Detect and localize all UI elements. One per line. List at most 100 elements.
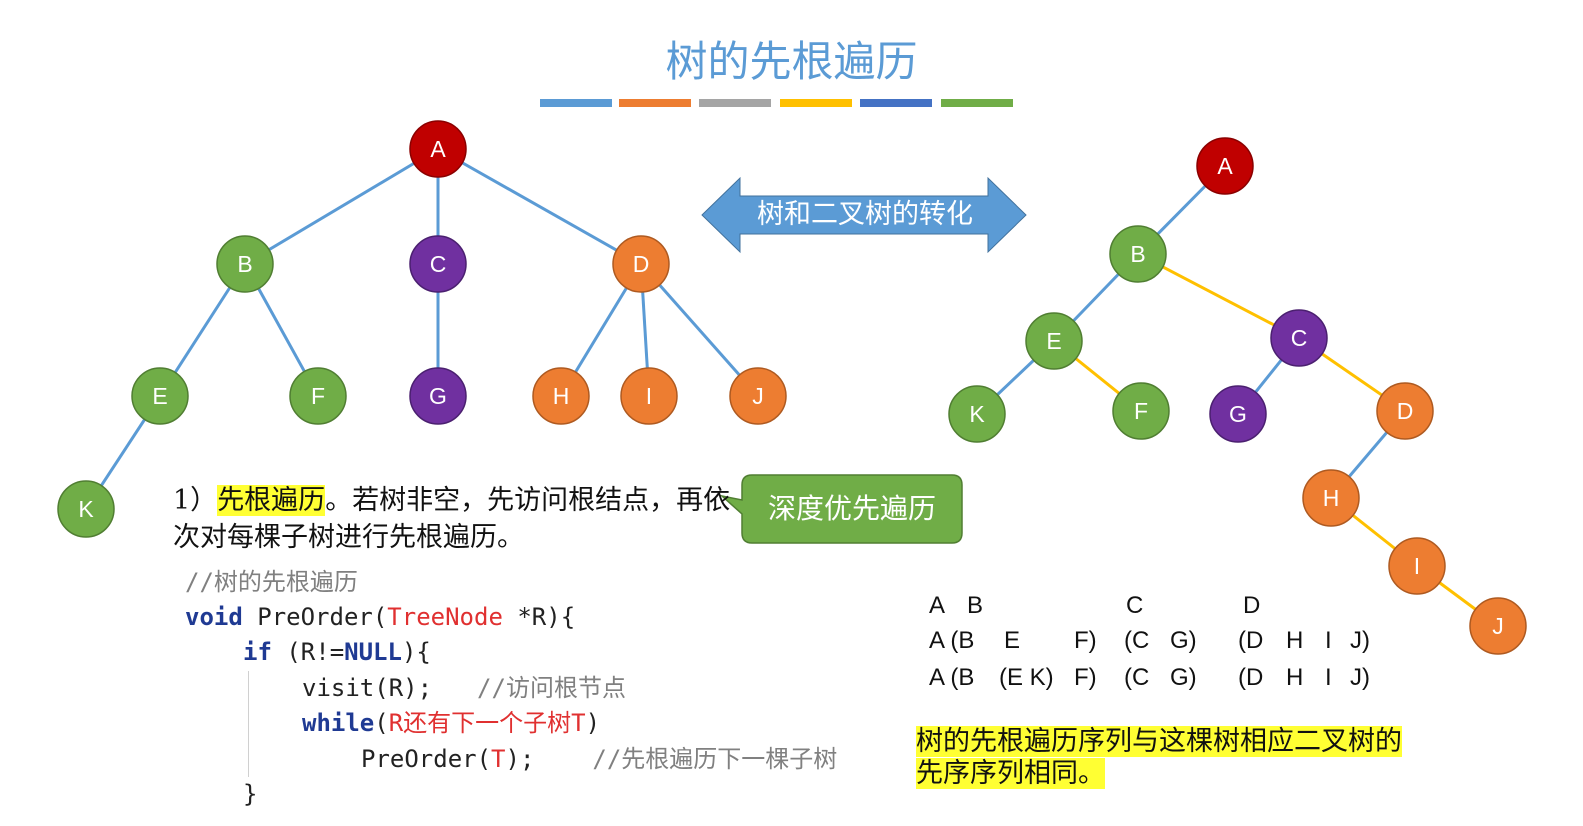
- binary-tree-node-b: B: [1109, 225, 1167, 283]
- tree-node-k: K: [57, 480, 115, 538]
- seq-token: I: [1325, 627, 1332, 654]
- tree-node-d: D: [612, 235, 670, 293]
- node-label: K: [78, 496, 94, 522]
- code-text: }: [243, 780, 258, 808]
- seq-token: A (B: [929, 664, 975, 691]
- node-circle: [131, 367, 189, 425]
- color-bar-segment: [619, 99, 691, 107]
- node-label: A: [1217, 153, 1233, 179]
- callout-bubble: [719, 474, 963, 544]
- tree-node-a: A: [409, 120, 467, 178]
- description-number: 1）: [173, 485, 218, 516]
- seq-token: G): [1170, 627, 1197, 654]
- node-circle: [409, 367, 467, 425]
- conclusion: 树的先根遍历序列与这棵树相应二叉树的 先序序列相同。: [916, 726, 1402, 790]
- node-circle: [1302, 469, 1360, 527]
- code-arg: T: [491, 745, 506, 773]
- node-label: F: [1134, 398, 1148, 424]
- node-label: H: [1323, 485, 1340, 511]
- code-type: TreeNode: [387, 603, 503, 631]
- code-text: ): [585, 709, 601, 737]
- binary-tree-node-i: I: [1388, 537, 1446, 595]
- seq-token: D: [1243, 592, 1261, 619]
- node-label: J: [1492, 613, 1504, 639]
- tree-node-j: J: [729, 367, 787, 425]
- code-keyword: void: [185, 603, 243, 631]
- binary-tree-node-a: A: [1196, 137, 1254, 195]
- tree-edges: [84, 147, 760, 510]
- code-line: void PreOrder(TreeNode *R){: [185, 600, 575, 635]
- seq-token: J): [1350, 664, 1370, 691]
- tree-node-f: F: [289, 367, 347, 425]
- node-circle: [948, 385, 1006, 443]
- seq-token: B: [967, 592, 984, 619]
- seq-token: J): [1350, 627, 1370, 654]
- binary-tree-node-d: D: [1376, 382, 1434, 440]
- code-comment: //先根遍历下一棵子树: [592, 745, 838, 773]
- code-comment: //访问根节点: [477, 674, 626, 702]
- seq-token: H: [1286, 664, 1304, 691]
- edge-A-D: [437, 147, 642, 266]
- code-condition: R还有下一个子树T: [388, 709, 586, 737]
- description: 1）先根遍历。若树非空，先访问根结点，再依次对每棵子树进行先根遍历。: [173, 482, 733, 556]
- code-keyword: while: [302, 709, 375, 737]
- edge-D-J: [639, 263, 760, 397]
- color-bar-segment: [860, 99, 932, 107]
- code-text: PreOrder(: [361, 745, 492, 773]
- color-bar-segment: [941, 99, 1013, 107]
- node-label: A: [430, 136, 446, 162]
- node-circle: [1270, 309, 1328, 367]
- tree-node-e: E: [131, 367, 189, 425]
- description-rest: 。若树非空，先访问根结点，再依次对每棵子树进行先根遍历。: [173, 485, 731, 553]
- edge-A-B: [244, 147, 439, 266]
- callout-label: 深度优先遍历: [767, 492, 936, 525]
- code-text: (R!=: [271, 638, 345, 666]
- conclusion-line: 树的先根遍历序列与这棵树相应二叉树的: [916, 726, 1402, 757]
- node-label: C: [430, 251, 447, 277]
- conversion-arrow-label: 树和二叉树的转化: [757, 199, 973, 230]
- node-circle: [1469, 597, 1527, 655]
- node-circle: [1025, 312, 1083, 370]
- node-circle: [216, 235, 274, 293]
- node-label: I: [646, 383, 652, 409]
- tree-node-g: G: [409, 367, 467, 425]
- node-label: B: [237, 251, 252, 277]
- node-circle: [532, 367, 590, 425]
- seq-token: (D: [1238, 664, 1264, 691]
- code-keyword: NULL: [344, 638, 402, 666]
- description-term: 先根遍历: [217, 485, 326, 516]
- code-line: PreOrder(T); //先根遍历下一棵子树: [361, 742, 837, 777]
- seq-token: F): [1074, 664, 1097, 691]
- binary-tree-node-c: C: [1270, 309, 1328, 367]
- code-text: );: [505, 745, 535, 773]
- seq-token: A: [929, 592, 946, 619]
- seq-token: E: [1004, 627, 1021, 654]
- code-keyword: if: [243, 638, 272, 666]
- tree-node-h: H: [532, 367, 590, 425]
- page-title: 树的先根遍历: [665, 37, 918, 86]
- code-text: *R){: [502, 603, 576, 631]
- seq-token: (E K): [999, 664, 1054, 691]
- seq-token: H: [1286, 627, 1304, 654]
- node-circle: [57, 480, 115, 538]
- edge-B-C: [1137, 252, 1300, 340]
- node-label: E: [152, 383, 167, 409]
- node-label: G: [1229, 401, 1247, 427]
- seq-token: F): [1074, 627, 1097, 654]
- node-circle: [1209, 385, 1267, 443]
- node-circle: [729, 367, 787, 425]
- color-bar-segment: [780, 99, 852, 107]
- seq-token: C: [1126, 592, 1144, 619]
- seq-token: A (B: [929, 627, 975, 654]
- node-label: J: [752, 383, 764, 409]
- binary-tree-node-j: J: [1469, 597, 1527, 655]
- conclusion-line: 先序序列相同。: [916, 758, 1105, 789]
- node-label: H: [553, 383, 570, 409]
- code-comment: //树的先根遍历: [185, 568, 358, 596]
- node-circle: [1376, 382, 1434, 440]
- seq-token: I: [1325, 664, 1332, 691]
- binary-tree-node-h: H: [1302, 469, 1360, 527]
- node-label: B: [1130, 241, 1145, 267]
